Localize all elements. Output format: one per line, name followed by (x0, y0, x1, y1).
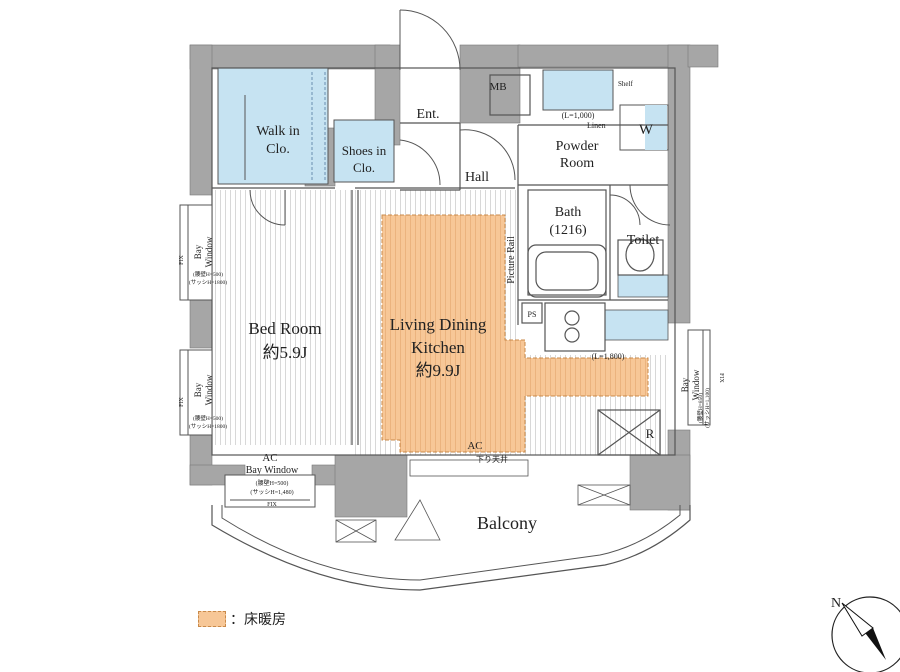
compass-north-label: N (831, 596, 841, 611)
right-note-2: (サッシH=1,100) (704, 388, 711, 428)
bay-window-right-2: Window (691, 369, 701, 400)
ldk-label-3: 約9.9J (416, 361, 461, 380)
bay-window-left-upper-1: Bay (193, 244, 203, 259)
ldk-label-1: Living Dining (390, 315, 487, 334)
shelf-length-label: (L=1,000) (562, 111, 595, 120)
bottom-note-2: (サッシH=1,480) (250, 489, 293, 496)
ac-bedroom-label: AC (262, 452, 277, 464)
balcony-label: Balcony (477, 513, 537, 533)
walk-in-closet-label-1: Walk in (256, 124, 300, 139)
floor-heating-swatch (198, 611, 226, 627)
left-lower-note-1: (腰壁H=500) (193, 414, 223, 422)
fix-bottom: FIX (267, 502, 277, 508)
left-lower-note-2: (サッシH=1800) (189, 423, 227, 430)
exterior-walls (189, 44, 719, 518)
bay-windows (179, 204, 711, 508)
mb-label: MB (489, 81, 506, 93)
shoes-closet-fill (333, 119, 395, 183)
fix-left-upper: FIX (179, 255, 185, 265)
refrigerator-label: R (646, 426, 655, 441)
bay-window-left-upper-2: Window (204, 236, 214, 267)
fix-right: FIX (718, 373, 724, 383)
left-upper-note-1: (腰壁H=500) (193, 270, 223, 278)
powder-room-label-1: Powder (556, 139, 599, 154)
linen-label: Linen (587, 121, 606, 130)
toilet-label: Toilet (627, 233, 660, 248)
bay-window-right-1: Bay (680, 377, 690, 392)
walk-in-closet-label-2: Clo. (266, 142, 290, 157)
door-swings (249, 9, 671, 226)
bedroom-label-1: Bed Room (248, 319, 321, 338)
shoes-closet-label-1: Shoes in (342, 143, 387, 158)
floor-heating-area (381, 214, 649, 453)
bay-window-left-lower-2: Window (204, 374, 214, 405)
compass (831, 596, 900, 672)
ac-ldk-label: AC (467, 440, 482, 452)
washer-label: W (639, 122, 654, 138)
hall-label: Hall (465, 170, 489, 185)
bay-window-bottom-label: Bay Window (246, 465, 299, 476)
entrance-label: Ent. (417, 107, 440, 122)
fix-left-lower: FIX (179, 397, 185, 407)
balcony-outline (211, 505, 691, 591)
bath-label-1: Bath (555, 205, 581, 220)
counter-length-label: (L=1,800) (592, 352, 625, 361)
walk-in-closet-fill (217, 67, 329, 185)
bay-window-left-lower-1: Bay (193, 382, 203, 397)
lowered-ceiling-label: 下り天井 (476, 454, 508, 464)
right-note-1: (腰壁H=850) (696, 393, 704, 423)
legend: ：床暖房 (198, 609, 286, 629)
powder-room-label-2: Room (560, 156, 594, 171)
picture-rail-label: Picture Rail (506, 236, 517, 284)
ps-label: PS (528, 310, 537, 319)
left-upper-note-2: (サッシH=1800) (189, 279, 227, 286)
legend-text: ：床暖房 (230, 612, 286, 628)
shoes-closet-label-2: Clo. (353, 160, 375, 175)
bedroom-label-2: 約5.9J (263, 343, 308, 362)
ldk-label-2: Kitchen (411, 338, 465, 357)
bedroom-floor (212, 190, 355, 445)
bottom-note-1: (腰壁H=500) (256, 479, 289, 487)
shelf-label: Shelf (618, 80, 633, 88)
bath-label-2: (1216) (549, 223, 587, 238)
